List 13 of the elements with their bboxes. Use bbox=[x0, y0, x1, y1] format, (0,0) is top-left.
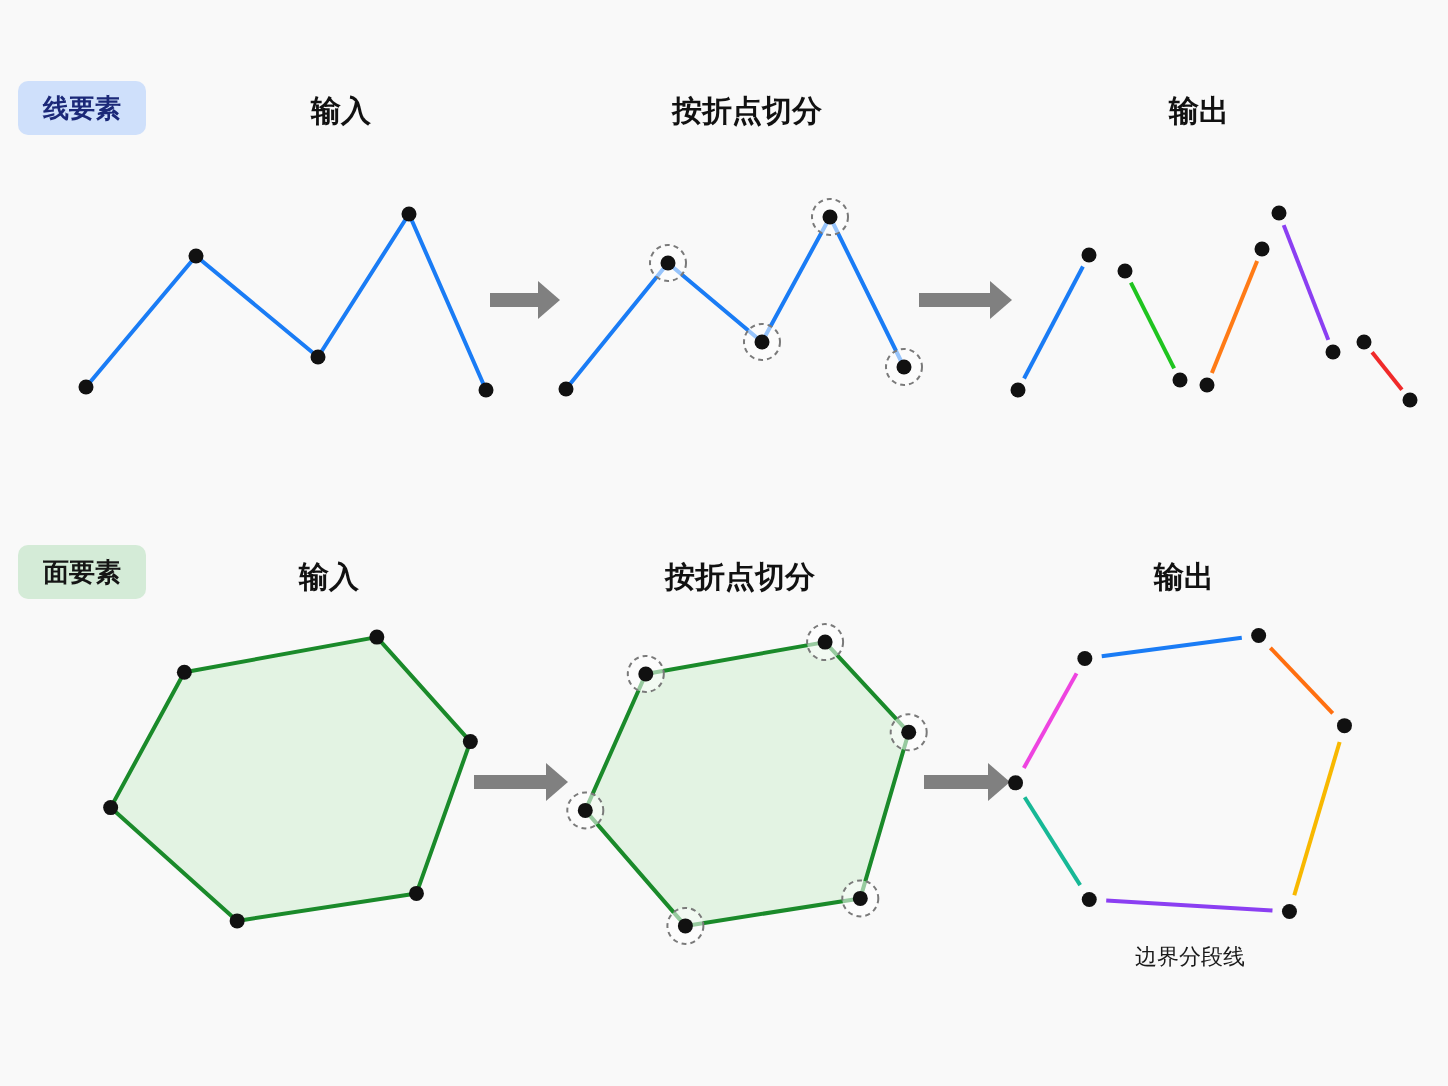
output-label: 边界分段线 bbox=[1135, 943, 1245, 971]
panel-heading: 输入 bbox=[299, 558, 359, 596]
arrow bbox=[919, 281, 1012, 319]
panel-heading: 按折点切分 bbox=[672, 92, 822, 130]
panel-heading: 输出 bbox=[1154, 558, 1214, 596]
panel-heading: 输出 bbox=[1169, 92, 1229, 130]
arrow bbox=[474, 763, 568, 801]
category-badge: 面要素 bbox=[18, 545, 146, 599]
arrow bbox=[924, 763, 1010, 801]
panel-heading: 按折点切分 bbox=[665, 558, 815, 596]
category-badge: 线要素 bbox=[18, 81, 146, 135]
panel-heading: 输入 bbox=[311, 92, 371, 130]
arrow bbox=[490, 281, 560, 319]
